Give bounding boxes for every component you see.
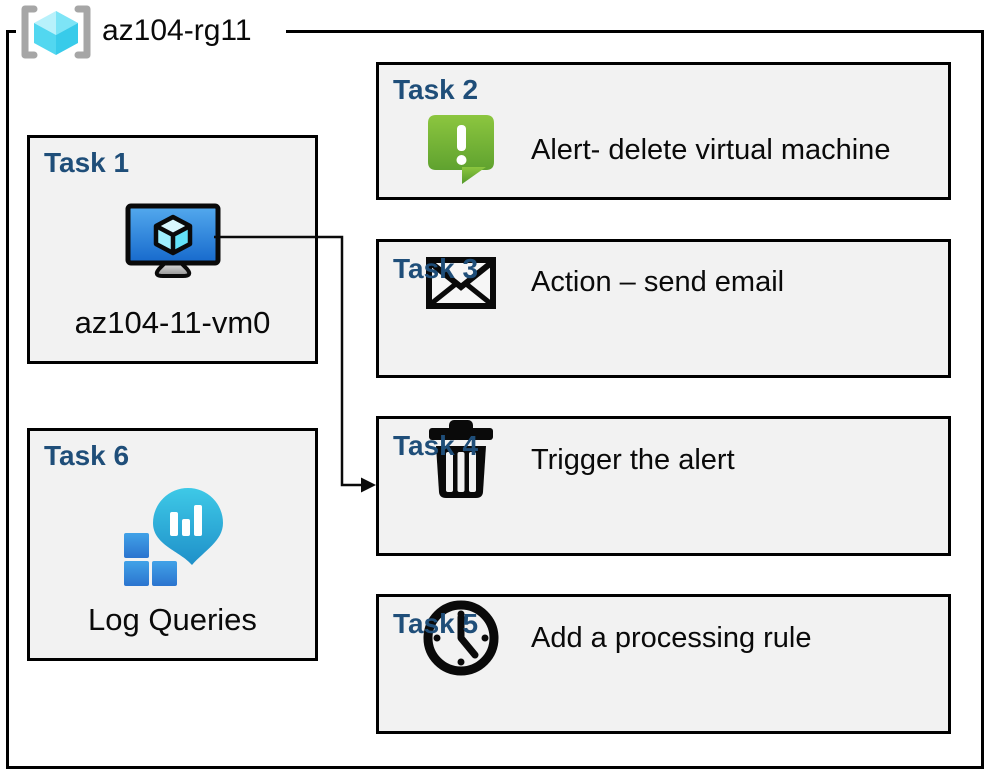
email-envelope-icon [419, 256, 503, 309]
task3-label: Action – send email [531, 266, 785, 298]
log-queries-icon [30, 472, 315, 602]
resource-group-title: az104-rg11 [102, 14, 252, 47]
task6-label: Log Queries [88, 602, 257, 637]
clock-icon [419, 598, 503, 678]
task5-box: Add a processing rule Task 5 [376, 594, 951, 734]
task2-label: Alert- delete virtual machine [531, 133, 891, 166]
task1-box: Task 1 [27, 135, 318, 364]
task5-label: Add a processing rule [531, 621, 812, 654]
task2-heading: Task 2 [393, 74, 479, 105]
resource-group-icon [16, 4, 96, 65]
task4-heading: Task 4 [393, 430, 479, 461]
task6-heading: Task 6 [44, 440, 130, 471]
resource-group-frame [6, 30, 984, 769]
virtual-machine-icon [30, 179, 315, 305]
task4-label: Trigger the alert [531, 443, 735, 476]
alert-message-icon [419, 115, 503, 185]
task1-label: az104-11-vm0 [74, 305, 271, 340]
task6-box: Task 6 [27, 428, 318, 661]
task5-heading: Task 5 [393, 608, 479, 639]
task4-box: Trigger the alert Task 4 [376, 416, 951, 556]
task2-box: Task 2 Alert- delete virtual machine [376, 62, 951, 200]
trash-icon [419, 420, 503, 500]
task1-heading: Task 1 [44, 147, 130, 178]
task3-heading: Task 3 [393, 253, 479, 284]
task3-box: Action – send email Task 3 [376, 239, 951, 378]
